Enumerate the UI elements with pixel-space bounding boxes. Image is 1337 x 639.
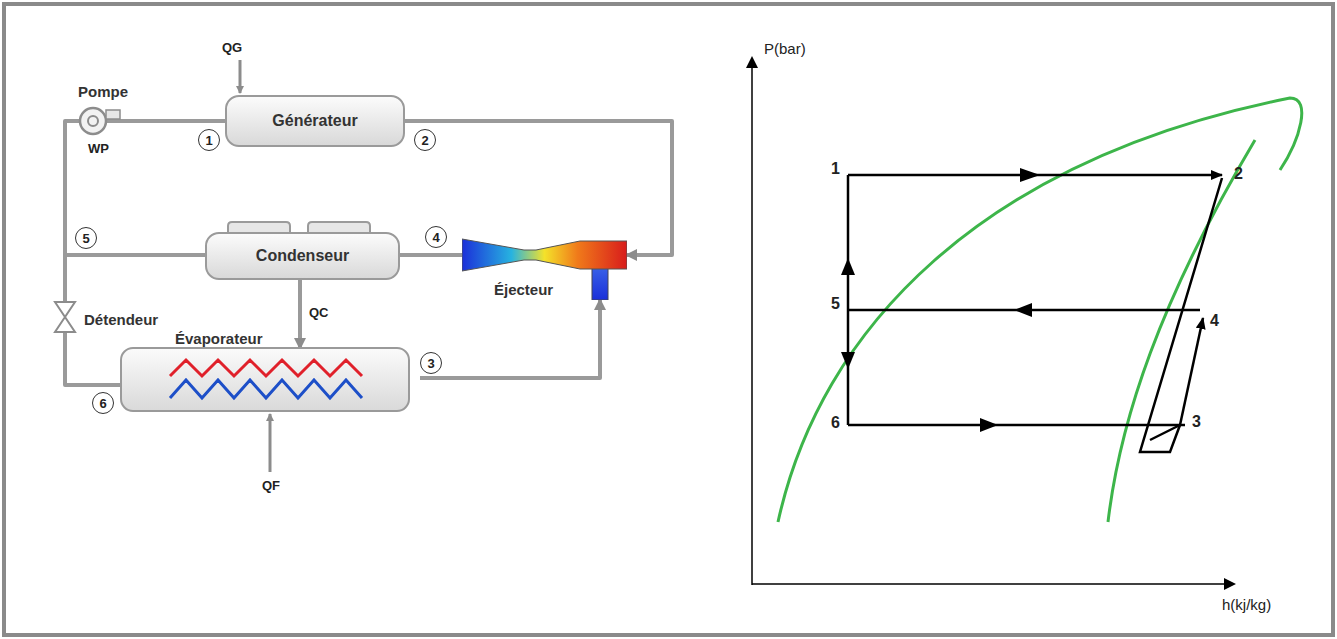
state-point: 5	[831, 295, 840, 313]
callout-number: 3	[420, 352, 442, 374]
state-point: 1	[831, 160, 840, 178]
evaporator-body	[120, 330, 410, 412]
flow-line	[65, 255, 205, 302]
cycle-line	[848, 424, 1185, 427]
flow-arrow	[980, 418, 998, 432]
ejector: Éjecteur	[462, 235, 627, 300]
cold-coil	[170, 380, 362, 398]
heat-arrow	[269, 414, 272, 472]
node-label: Générateur	[272, 112, 357, 130]
flow-line	[65, 121, 205, 255]
frame	[4, 4, 1333, 635]
heat-label: QG	[222, 40, 242, 55]
callout-number: 2	[414, 129, 436, 151]
heat-label: QF	[262, 478, 280, 493]
evaporator-outline	[121, 348, 409, 411]
callout-number: 4	[425, 226, 447, 248]
valve-body	[55, 302, 75, 332]
expansion-valve: Détendeur	[50, 296, 170, 342]
evaporator-box: Évaporateur	[120, 330, 420, 412]
flow-line	[420, 300, 600, 378]
axis-head	[746, 56, 758, 68]
state-point: 4	[1210, 312, 1219, 330]
node-label: Évaporateur	[175, 330, 420, 347]
callout-number: 6	[92, 392, 114, 414]
pump-outlet	[106, 110, 120, 119]
saturation-curve	[778, 98, 1302, 522]
axis-label: P(bar)	[764, 40, 806, 57]
saturation-curve	[1108, 140, 1255, 522]
state-point: 3	[1192, 413, 1201, 431]
valve-symbol	[50, 296, 84, 342]
node-label: Éjecteur	[494, 281, 553, 298]
cycle-line	[1140, 178, 1222, 452]
flow-arrow	[1014, 303, 1032, 317]
flow-line	[400, 253, 462, 257]
cycle-line	[847, 175, 850, 425]
flow-line	[298, 280, 302, 348]
heat-arrow	[239, 60, 242, 93]
pump-body	[80, 108, 106, 134]
condenser-fins	[228, 222, 370, 232]
ph-chart	[746, 56, 1302, 590]
cycle-line	[1180, 318, 1203, 425]
callout-number: 5	[75, 227, 97, 249]
work-label: WP	[88, 141, 109, 156]
flow-arrow	[841, 258, 855, 275]
node-label: Condenseur	[256, 247, 349, 265]
p-axis	[751, 64, 753, 585]
heat-label: QC	[309, 305, 329, 320]
node-label: Pompe	[78, 83, 150, 100]
flow-line	[65, 332, 120, 385]
flow-arrow	[1020, 168, 1040, 182]
nozzle	[462, 239, 627, 271]
generator-box: Générateur	[225, 95, 405, 147]
hot-coil	[170, 360, 362, 376]
axis-head	[1224, 578, 1236, 590]
axis-label: h(kj/kg)	[1222, 596, 1271, 613]
state-point: 2	[1234, 165, 1243, 183]
cycle-line	[1150, 425, 1180, 440]
pump: Pompe	[78, 83, 150, 137]
flow-arrow	[841, 352, 855, 369]
node-label: Détendeur	[84, 311, 158, 328]
h-axis	[752, 583, 1228, 585]
pump-impeller	[88, 116, 98, 126]
flow-line	[107, 119, 225, 123]
condenser-box: Condenseur	[205, 232, 400, 280]
callout-number: 1	[198, 129, 220, 151]
flow-line	[405, 121, 672, 255]
state-point: 6	[831, 414, 840, 432]
